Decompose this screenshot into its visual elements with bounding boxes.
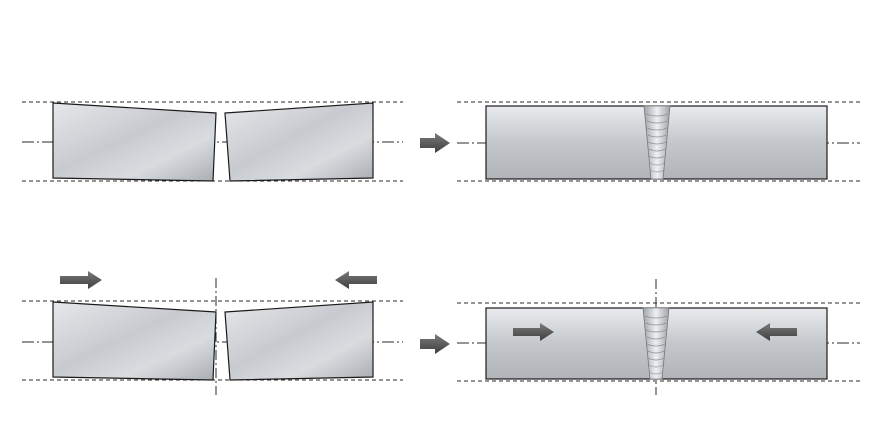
weld-ripples — [644, 315, 668, 375]
plate-right — [224, 301, 374, 381]
arrow-left-icon — [335, 271, 377, 289]
arrow-left-icon — [756, 323, 797, 341]
arrow-right-icon — [60, 271, 102, 289]
row-without-preset — [22, 101, 860, 182]
arrow-right-icon — [513, 323, 554, 341]
weld-ripples — [645, 113, 669, 173]
weld-bead — [643, 105, 671, 180]
plate-left — [52, 102, 217, 182]
arrow-right-icon — [420, 133, 450, 153]
weld-bead — [642, 307, 670, 380]
arrow-right-icon — [420, 334, 450, 354]
plate-left — [52, 301, 217, 381]
plate-right — [224, 102, 374, 182]
row-with-preset — [22, 271, 860, 395]
